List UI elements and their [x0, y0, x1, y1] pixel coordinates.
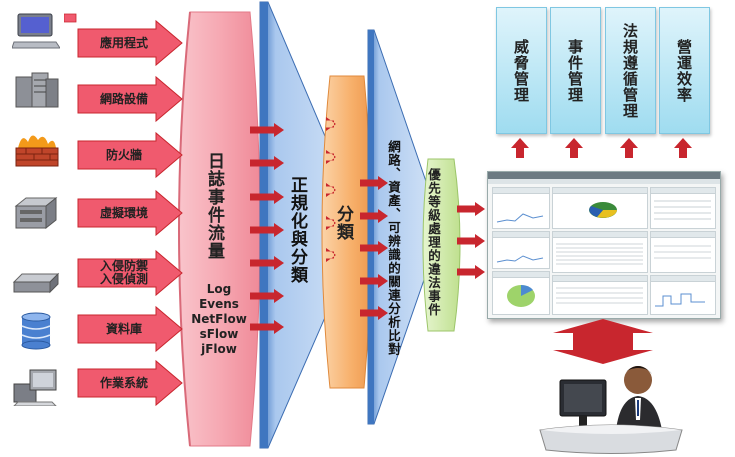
- network-appliance-icon: [12, 272, 60, 294]
- dashboard-screenshot: [487, 171, 721, 319]
- server-rack-icon: [15, 72, 59, 108]
- protocol-jflow: jFlow: [201, 342, 237, 356]
- source-label-3: 虛擬環境: [99, 205, 148, 220]
- protocol-netflow: NetFlow: [191, 312, 247, 326]
- workstation-icon: [13, 369, 57, 406]
- source-arrow-5: [77, 305, 183, 353]
- outcome-event-management: 事件管理: [550, 7, 601, 134]
- source-label-2: 防火牆: [105, 147, 142, 162]
- database-icon: [21, 312, 51, 350]
- source-arrow-0: [77, 19, 183, 67]
- dashboard-to-outcome-arrow-1: [565, 138, 583, 158]
- correlate-title: 網路、資產、可辨識的關連分析比對: [386, 140, 401, 356]
- outcome-threat-management: 威脅管理: [496, 7, 547, 134]
- outcome-operational-efficiency: 營運效率: [659, 7, 710, 134]
- log-flow-title: 日誌事件流量: [204, 152, 224, 260]
- source-label-6: 作業系統: [99, 375, 148, 390]
- dashboard-to-outcome-arrow-3: [674, 138, 692, 158]
- virtual-server-icon: [14, 196, 58, 230]
- source-arrow-2: [77, 131, 183, 179]
- source-arrow-1: [77, 75, 183, 123]
- protocol-sflow: sFlow: [199, 327, 239, 341]
- source-arrow-6: [77, 359, 183, 407]
- classify-title: 分類: [333, 205, 353, 241]
- correlate-arrow: [367, 29, 443, 425]
- protocol-evens: Evens: [199, 297, 239, 311]
- dashboard-to-outcome-arrow-2: [620, 138, 638, 158]
- priority-cylinder: [422, 158, 461, 332]
- dashboard-to-outcome-arrow-0: [511, 138, 529, 158]
- source-arrow-3: [77, 189, 183, 237]
- outcome-compliance-management: 法規遵循管理: [605, 7, 656, 134]
- normalize-title: 正規化與分類: [287, 176, 307, 284]
- computer-icon: [12, 13, 60, 49]
- source-label-0: 應用程式: [99, 35, 148, 50]
- analyst-at-desk-icon: [539, 366, 683, 454]
- source-label-4: 入侵防禦 入侵偵測: [99, 259, 148, 286]
- source-arrow-4: [77, 249, 183, 297]
- source-label-1: 網路設備: [99, 91, 148, 106]
- priority-title: 優先等級處理的違法事件: [426, 168, 441, 317]
- source-arrows: [64, 13, 77, 23]
- source-label-5: 資料庫: [105, 321, 142, 336]
- firewall-icon: [15, 135, 59, 167]
- protocol-log: Log: [206, 282, 232, 296]
